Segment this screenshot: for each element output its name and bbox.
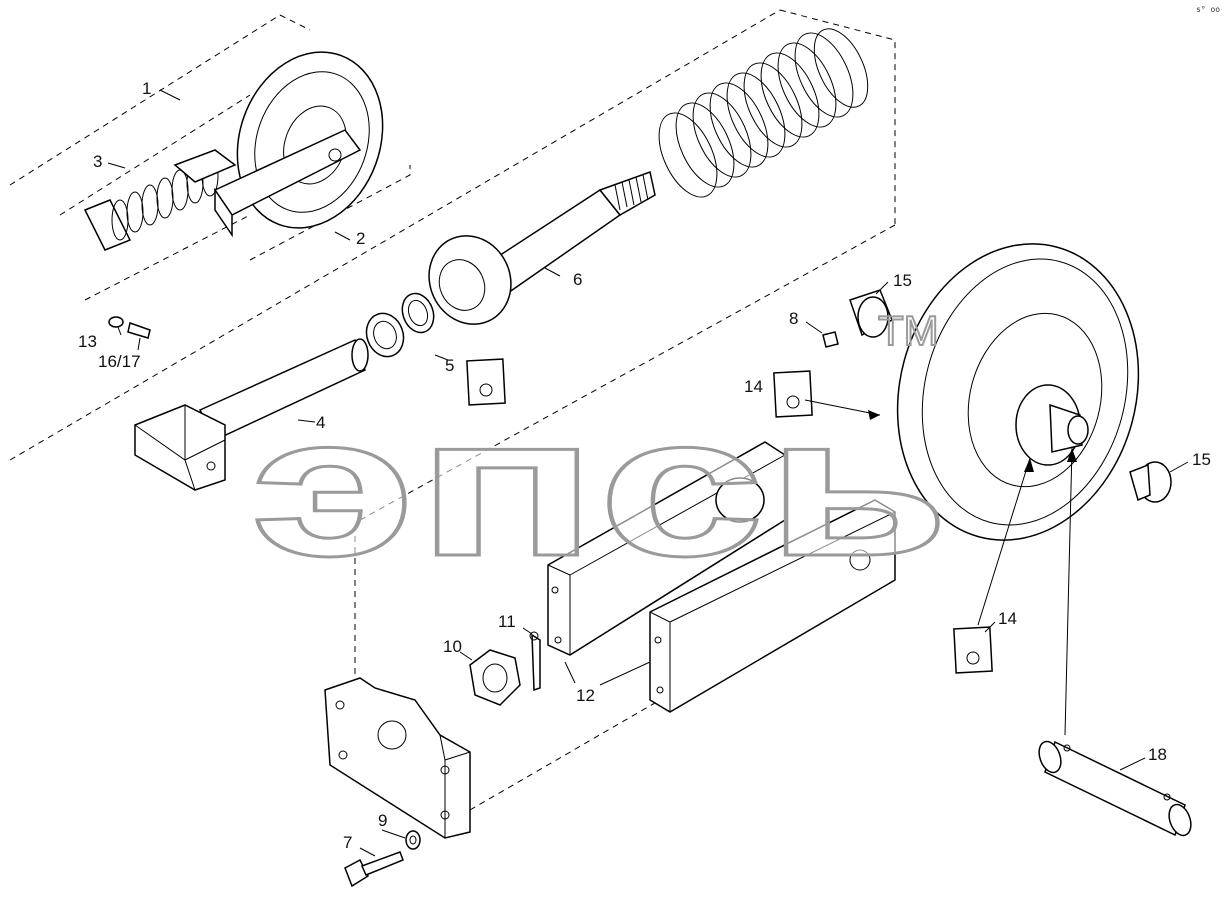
coil-spring [658,28,869,198]
idler-wheel [896,243,1140,541]
bushing-right [1129,461,1172,503]
corner-mark: s° oo [1196,5,1220,14]
label-15-right: 15 [1192,450,1211,469]
plug [822,331,839,348]
label-14-upper: 14 [744,377,763,396]
grease-fitting [108,316,151,339]
cotter-pin [529,631,541,692]
label-7: 7 [343,833,352,852]
svg-text:TM: TM [878,307,939,354]
label-6: 6 [573,270,582,289]
label-15-top: 15 [893,271,912,290]
label-1: 1 [142,79,151,98]
spring-rod [428,171,656,325]
label-13: 13 [78,332,97,351]
castle-nut [469,649,521,706]
grease-packet-lower [953,626,993,674]
leader-lines [107,89,1189,857]
svg-text:эпсь: эпсь [250,375,950,598]
label-12: 12 [576,686,595,705]
label-14-lower: 14 [998,609,1017,628]
cylinder-block [134,338,369,491]
assembly-arrows [804,399,1077,736]
label-9: 9 [378,811,387,830]
label-10: 10 [443,637,462,656]
bushing-top [849,289,893,338]
washer [405,830,421,850]
grease-packet-upper [773,370,813,418]
axle-pin [1038,740,1192,837]
side-plate-lower [649,499,896,713]
label-3: 3 [93,152,102,171]
label-2: 2 [356,229,365,248]
bracket-plate [324,677,471,839]
assembly-boundary [9,9,896,811]
label-5: 5 [445,356,454,375]
label-16-17: 16/17 [98,352,141,371]
label-4: 4 [316,413,325,432]
label-18: 18 [1148,745,1167,764]
part-labels: 1 2 3 4 5 6 7 8 9 10 11 12 13 14 14 14 1… [78,79,1211,852]
bolt [344,851,404,888]
label-8: 8 [789,309,798,328]
grease-packet-mid [466,358,506,406]
side-plate-upper [547,441,786,656]
watermark: эпсь TM [249,306,952,600]
label-11: 11 [498,612,516,631]
idler-assembly-thumbnail [83,51,384,251]
seal-rings [365,292,435,358]
